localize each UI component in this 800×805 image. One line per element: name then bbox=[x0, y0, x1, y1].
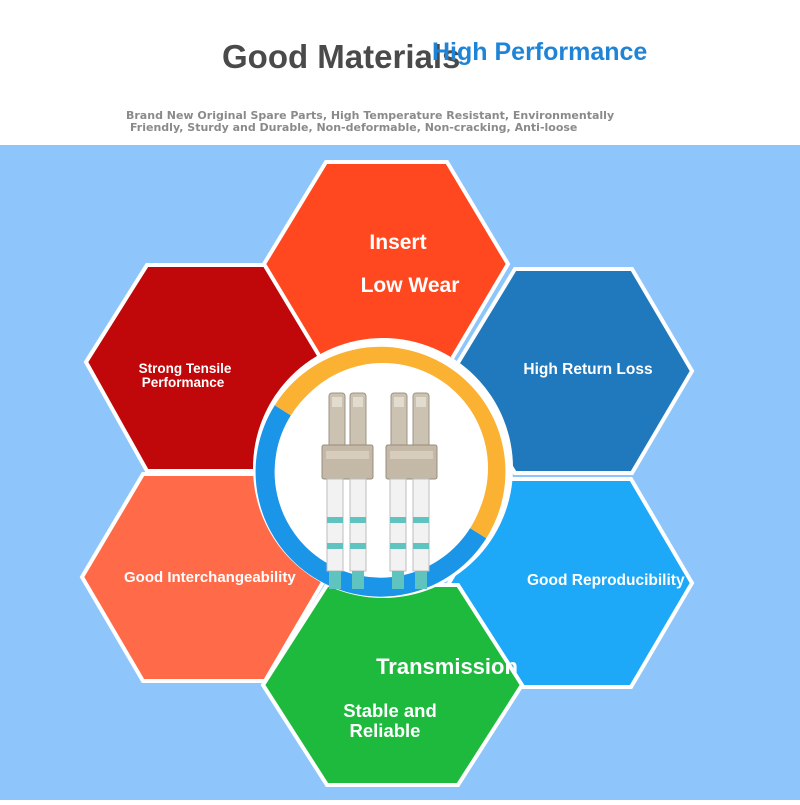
hex-shape bbox=[450, 267, 695, 475]
ring-blue-arc bbox=[255, 405, 487, 597]
header: Good Materials High Performance Brand Ne… bbox=[0, 0, 800, 145]
lc-duplex-connector-icon bbox=[321, 392, 438, 589]
hex-return-loss: High Return Loss bbox=[450, 267, 695, 475]
hexagon-diagram: Strong Tensile Performance Good Intercha… bbox=[0, 145, 800, 800]
title-main: Good Materials bbox=[222, 38, 461, 75]
hex-label: Low Wear bbox=[361, 274, 460, 297]
subtitle-line-2: Friendly, Sturdy and Durable, Non-deform… bbox=[130, 121, 578, 134]
hex-label: Transmission bbox=[376, 654, 518, 679]
title-accent: High Performance bbox=[432, 38, 648, 66]
connector-right bbox=[385, 392, 438, 589]
subtitle-line-1: Brand New Original Spare Parts, High Tem… bbox=[126, 109, 615, 122]
hex-label: Stable and bbox=[343, 700, 437, 721]
feature-panel: Strong Tensile Performance Good Intercha… bbox=[0, 145, 800, 800]
hex-label: Insert bbox=[369, 231, 426, 254]
connector-left bbox=[321, 392, 374, 589]
ring-inner bbox=[278, 363, 488, 573]
hex-label: Good Interchangeability bbox=[124, 569, 296, 586]
hex-label: High Return Loss bbox=[523, 361, 652, 378]
ring-orange-arc bbox=[274, 346, 506, 539]
subtitle: Brand New Original Spare Parts, High Tem… bbox=[126, 110, 686, 134]
hex-label: Good Reproducibility bbox=[527, 572, 685, 589]
center-ring bbox=[253, 338, 513, 598]
hex-label: Performance bbox=[142, 375, 225, 390]
hex-stable-reliable: Transmission Stable and Reliable bbox=[260, 583, 525, 787]
hex-label: Reliable bbox=[350, 720, 421, 741]
hex-label: Strong Tensile bbox=[139, 361, 232, 376]
